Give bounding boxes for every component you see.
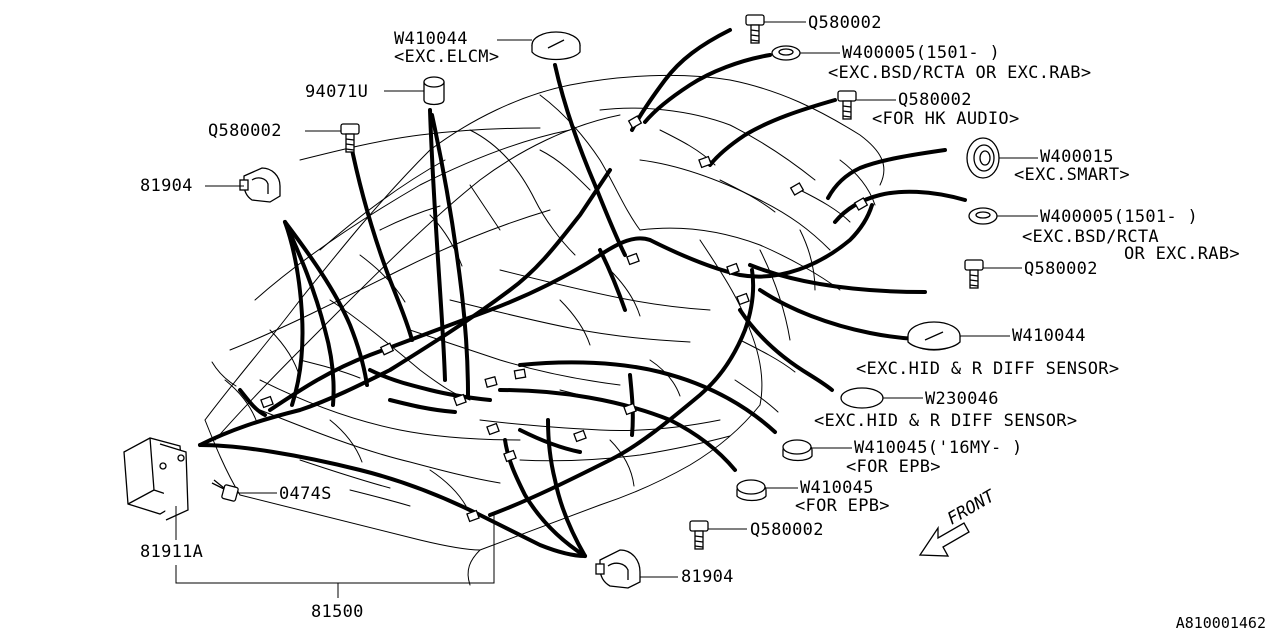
grommet-w400015-icon <box>966 137 1000 179</box>
label-w410044-right: W410044 <box>1012 326 1086 346</box>
label-q580002-bottom: Q580002 <box>750 520 824 540</box>
bolt-q580002-right-icon <box>964 259 984 289</box>
label-q580002-right: Q580002 <box>1024 259 1098 279</box>
label-w400005-right: W400005(1501- ) <box>1040 207 1199 227</box>
label-q580002-left: Q580002 <box>208 121 282 141</box>
label-w230046: W230046 <box>925 389 999 409</box>
label-81904-top: 81904 <box>140 176 193 196</box>
leader-lines <box>175 21 1038 598</box>
harness-wires <box>198 28 967 558</box>
plug-94071u-icon <box>423 76 445 106</box>
label-w400005-top-note: <EXC.BSD/RCTA OR EXC.RAB> <box>828 63 1092 83</box>
label-81904-bottom: 81904 <box>681 567 734 587</box>
label-81500: 81500 <box>311 602 364 622</box>
diagram-reference-number: A810001462 <box>1175 614 1266 632</box>
label-q580002-hk-audio: Q580002 <box>898 90 972 110</box>
plug-w410045-a-icon <box>782 439 813 462</box>
label-w230046-note: <EXC.HID & R DIFF SENSOR> <box>814 411 1078 431</box>
screw-0474s-icon <box>211 479 239 502</box>
grommet-w230046-icon <box>840 387 884 409</box>
label-w400005-top: W400005(1501- ) <box>842 43 1001 63</box>
label-w400005-right-note2: OR EXC.RAB> <box>1124 244 1240 264</box>
label-w400015: W400015 <box>1040 147 1114 167</box>
label-w410045-b-note: <FOR EPB> <box>795 496 890 516</box>
plug-w410045-b-icon <box>736 479 767 502</box>
label-w410044-right-note: <EXC.HID & R DIFF SENSOR> <box>856 359 1120 379</box>
grommet-w410044-top-icon <box>531 31 581 61</box>
label-w410044-top: W410044 <EXC.ELCM> <box>394 29 500 67</box>
grommet-w410044-right-icon <box>907 321 961 351</box>
bolt-q580002-bottom-icon <box>689 520 709 550</box>
label-81911a: 81911A <box>140 542 204 562</box>
clip-81904-bottom-icon <box>595 549 641 589</box>
bolt-q580002-left-icon <box>340 123 360 153</box>
vehicle-body-outline <box>204 74 885 586</box>
label-w400015-note: <EXC.SMART> <box>1014 165 1130 185</box>
label-w410045-a: W410045('16MY- ) <box>854 438 1023 458</box>
label-q580002-hk-audio-note: <FOR HK AUDIO> <box>872 109 1020 129</box>
bolt-q580002-hk-audio-icon <box>837 90 857 120</box>
label-q580002-top: Q580002 <box>808 13 882 33</box>
label-w400005-right-note: <EXC.BSD/RCTA <box>1022 227 1159 247</box>
harness-connectors <box>260 115 869 523</box>
grommet-w400005-top-icon <box>771 45 801 61</box>
clip-81904-top-icon <box>239 167 281 203</box>
bolt-q580002-top-icon <box>745 14 765 44</box>
front-arrow-icon <box>918 522 970 557</box>
bracket-81911a-icon <box>123 437 189 521</box>
label-w410045-a-note: <FOR EPB> <box>846 457 941 477</box>
label-94071u: 94071U <box>305 82 369 102</box>
grommet-w400005-right-icon <box>968 207 998 225</box>
label-0474s: 0474S <box>279 484 332 504</box>
label-w410045-b: W410045 <box>800 478 874 498</box>
